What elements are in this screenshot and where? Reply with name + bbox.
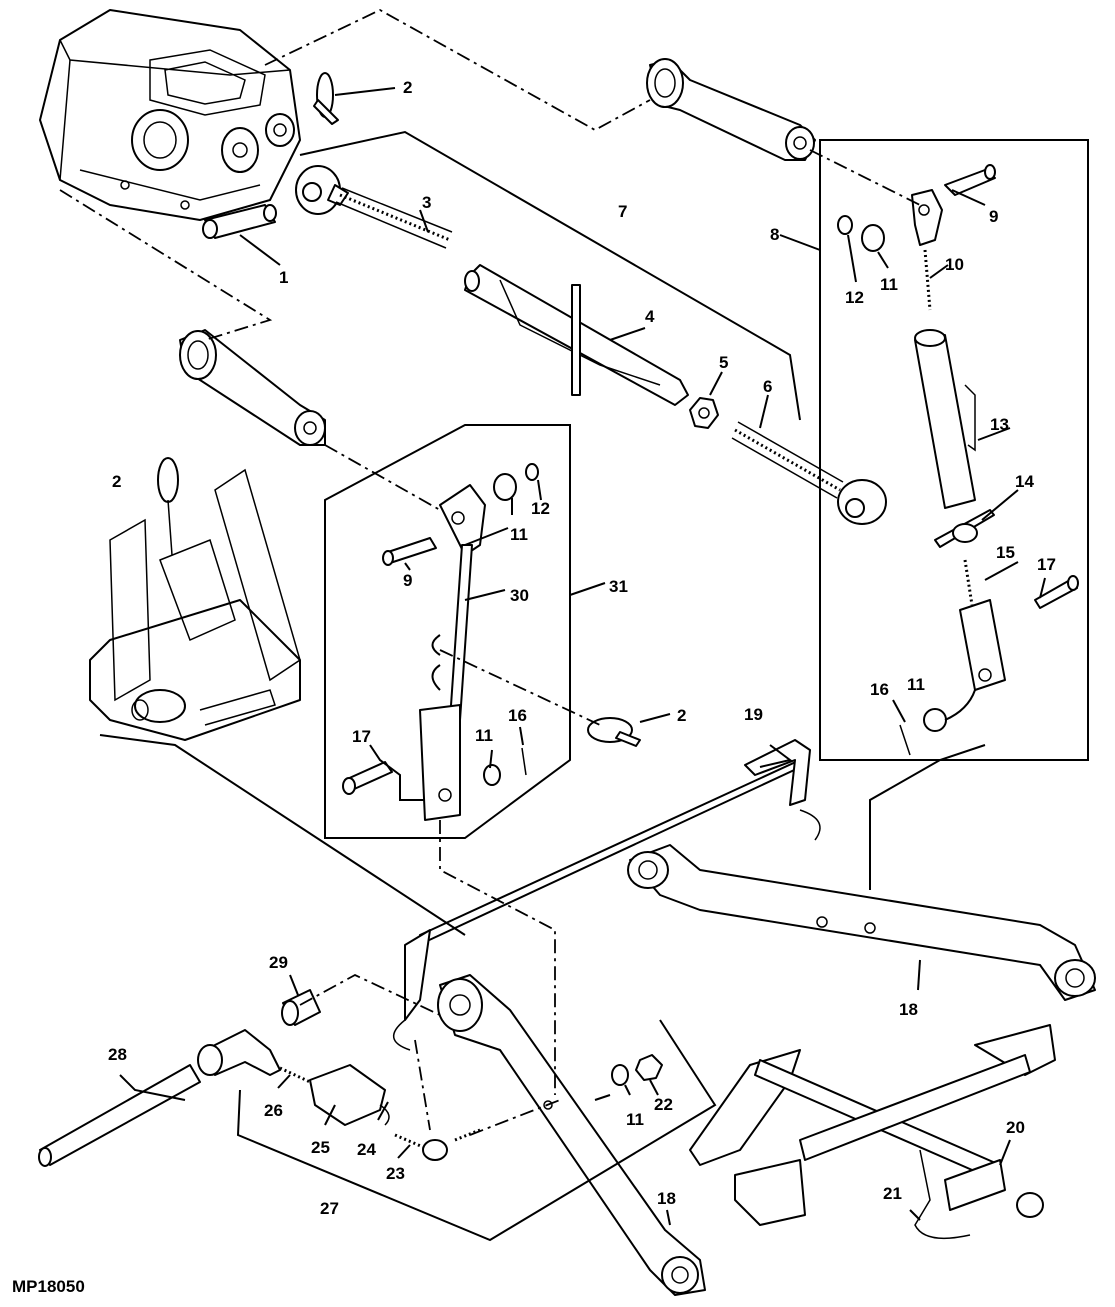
- callout-18: 18: [657, 1189, 676, 1208]
- clevis-pin: [1034, 575, 1079, 609]
- washer: [493, 473, 517, 501]
- snap-ring: [525, 463, 539, 481]
- clevis-pin: [382, 537, 437, 566]
- figure-id: MP18050: [12, 1277, 85, 1296]
- callout-28: 28: [108, 1045, 127, 1064]
- top-link-end: [731, 421, 887, 525]
- lift-arm: [646, 58, 816, 161]
- callout-16: 16: [508, 706, 527, 725]
- callout-2: 2: [112, 472, 121, 491]
- callout-11: 11: [907, 675, 925, 694]
- callout-6: 6: [763, 377, 772, 396]
- assembly-bracket: [299, 130, 801, 421]
- callout-20: 20: [1006, 1118, 1025, 1137]
- spring-clip: [431, 664, 441, 691]
- callout-2: 2: [677, 706, 686, 725]
- callout-27: 27: [320, 1199, 339, 1218]
- reference-lines: [59, 8, 921, 1136]
- bushing: [281, 989, 321, 1026]
- callout-2: 2: [403, 78, 412, 97]
- callout-4: 4: [645, 307, 655, 326]
- lift-link-assembly-box: [324, 424, 571, 839]
- callout-29: 29: [269, 953, 288, 972]
- callout-22: 22: [654, 1095, 673, 1114]
- snap-ring: [837, 215, 853, 235]
- washer: [611, 1064, 629, 1086]
- callout-12: 12: [531, 499, 550, 518]
- callout-17: 17: [1037, 555, 1056, 574]
- callout-13: 13: [990, 415, 1009, 434]
- callout-14: 14: [1015, 472, 1034, 491]
- nut: [635, 1054, 663, 1081]
- top-link-tube: [464, 264, 689, 406]
- lynch-pin: [157, 457, 179, 556]
- leader-lines: [99, 87, 1046, 1242]
- callout-24: 24: [357, 1140, 376, 1159]
- spring-clip: [431, 634, 441, 656]
- callout-3: 3: [422, 193, 431, 212]
- callout-30: 30: [510, 586, 529, 605]
- callout-11: 11: [510, 525, 528, 544]
- callout-26: 26: [264, 1101, 283, 1120]
- callout-25: 25: [311, 1138, 330, 1157]
- callout-12: 12: [845, 288, 864, 307]
- shaft: [38, 1064, 201, 1167]
- callout-5: 5: [719, 353, 728, 372]
- drawbar-bracket: [689, 1024, 1056, 1240]
- cross-shaft: [393, 739, 821, 1051]
- washer: [483, 764, 501, 786]
- washer: [861, 224, 885, 252]
- clevis: [911, 189, 943, 246]
- cotter-pin: [899, 724, 911, 756]
- mounting-frame: [89, 468, 301, 741]
- turnbuckle-tube: [914, 329, 976, 509]
- lift-link: [419, 484, 486, 821]
- callout-16: 16: [870, 680, 889, 699]
- lift-arm: [179, 329, 326, 446]
- threaded-rod: [923, 249, 932, 311]
- callout-23: 23: [386, 1164, 405, 1183]
- callout-11: 11: [626, 1110, 644, 1129]
- top-link-end: [295, 165, 453, 249]
- sway-block: [197, 1029, 390, 1126]
- lower-link: [627, 844, 1096, 1001]
- lift-link-assembly-box: [819, 139, 1089, 761]
- callout-9: 9: [989, 207, 998, 226]
- callout-10: 10: [945, 255, 964, 274]
- callout-11: 11: [475, 726, 493, 745]
- cotter-pin: [521, 747, 527, 776]
- eyebolt: [394, 1128, 481, 1161]
- callout-18: 18: [899, 1000, 918, 1019]
- lynch-pin: [313, 72, 339, 125]
- lower-clevis: [959, 599, 1006, 691]
- washer: [923, 708, 947, 732]
- callout-31: 31: [609, 577, 628, 596]
- callout-9: 9: [403, 571, 412, 590]
- callout-1: 1: [279, 268, 288, 287]
- lower-link: [437, 974, 706, 1296]
- callout-17: 17: [352, 727, 371, 746]
- callout-7: 7: [618, 202, 627, 221]
- threaded-rod: [963, 559, 974, 606]
- jam-nut: [689, 397, 719, 429]
- callout-8: 8: [770, 225, 779, 244]
- callout-19: 19: [744, 705, 763, 724]
- callout-labels: 2 1 3 7 4 5 6 8 9 10 11 12 13 14 15 17 1…: [108, 78, 1056, 1218]
- pin: [202, 204, 277, 239]
- clevis-pin: [342, 761, 393, 795]
- callout-15: 15: [996, 543, 1015, 562]
- callout-21: 21: [883, 1184, 902, 1203]
- clevis-pin: [944, 164, 996, 196]
- rockshaft-housing: [39, 9, 301, 221]
- callout-11: 11: [880, 275, 898, 294]
- adjusting-handle: [934, 509, 995, 548]
